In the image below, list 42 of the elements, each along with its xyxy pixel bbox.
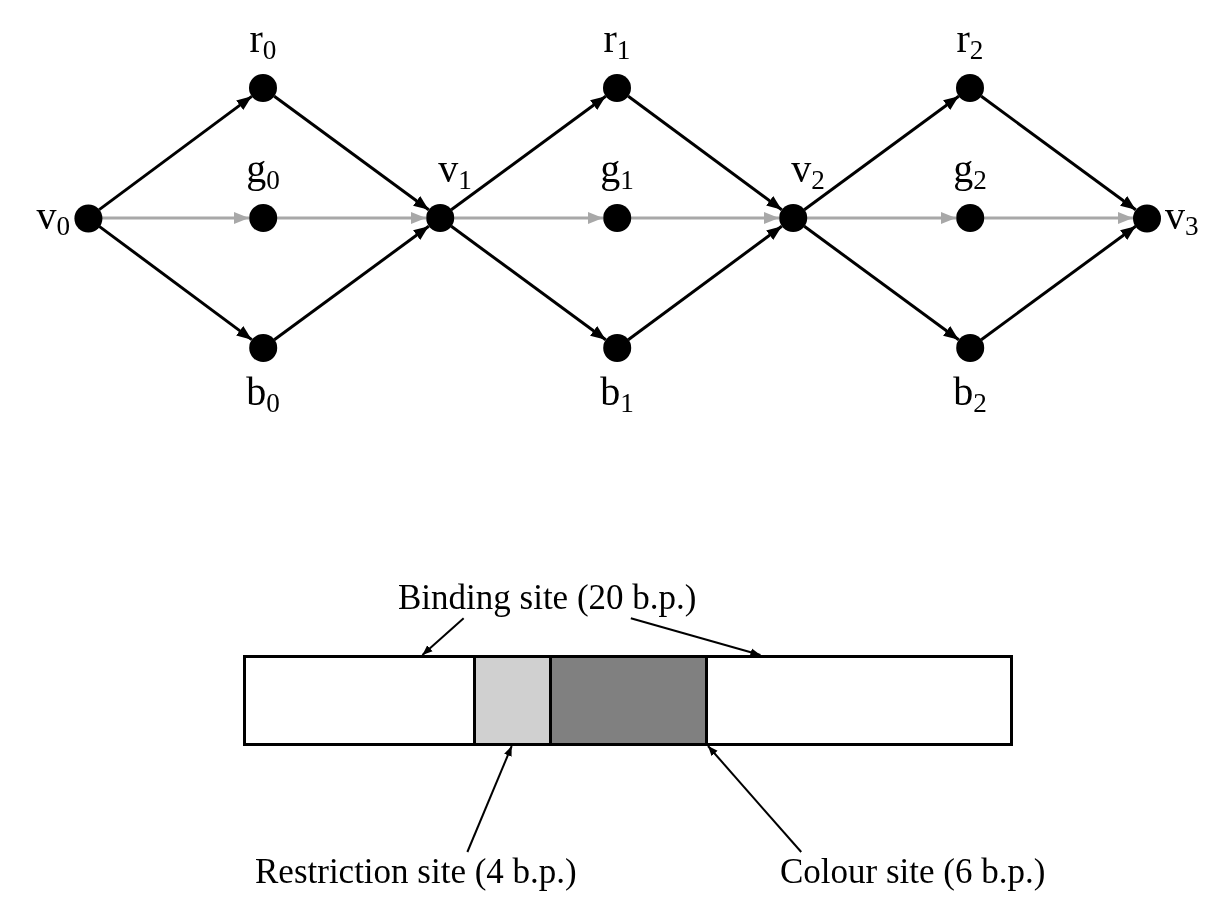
- arrow: [98, 95, 253, 211]
- vertex-label: r$_{0}$: [249, 19, 277, 64]
- sequence-segment: [549, 655, 708, 746]
- arrow: [627, 225, 783, 341]
- arrow: [807, 212, 956, 224]
- vertex-label: r$_{2}$: [956, 19, 984, 64]
- sequence-segment: [705, 655, 1013, 746]
- vertex-label: r$_{1}$: [603, 19, 631, 64]
- arrow: [980, 225, 1137, 341]
- vertex-label: v$_{1}$: [438, 149, 472, 194]
- leader-arrow: [466, 745, 513, 853]
- arrow: [631, 212, 779, 224]
- leader-arrow: [629, 617, 762, 657]
- vertex-label: g$_{2}$: [953, 149, 987, 194]
- vertex-label: v$_{3}$: [1165, 195, 1199, 241]
- sequence-segment: [473, 655, 552, 746]
- site-label: Colour site (6 b.p.): [780, 852, 1046, 893]
- arrow: [273, 225, 430, 341]
- arrow: [803, 95, 960, 211]
- arrow: [277, 212, 426, 224]
- site-label: Binding site (20 b.p.): [398, 578, 697, 619]
- arrow: [454, 212, 603, 224]
- leader-arrow: [421, 617, 465, 656]
- arrow: [102, 212, 249, 224]
- site-label: Restriction site (4 b.p.): [255, 852, 577, 893]
- arrow: [450, 95, 607, 211]
- vertex-label: b$_{2}$: [953, 372, 987, 417]
- leader-arrow: [707, 745, 803, 853]
- arrow: [450, 225, 607, 341]
- vertex-label: b$_{1}$: [600, 372, 634, 417]
- arrow: [803, 225, 960, 341]
- arrow: [98, 225, 253, 341]
- sequence-segment: [243, 655, 476, 746]
- vertex-label: b$_{0}$: [246, 372, 280, 417]
- arrow: [627, 95, 783, 211]
- vertex-label: g$_{1}$: [600, 149, 634, 194]
- arrow: [984, 212, 1133, 224]
- vertex-label: v$_{0}$: [36, 195, 70, 241]
- arrow: [273, 95, 430, 211]
- arrow: [980, 95, 1137, 211]
- vertex-label: v$_{2}$: [791, 149, 825, 194]
- vertex-label: g$_{0}$: [246, 149, 280, 194]
